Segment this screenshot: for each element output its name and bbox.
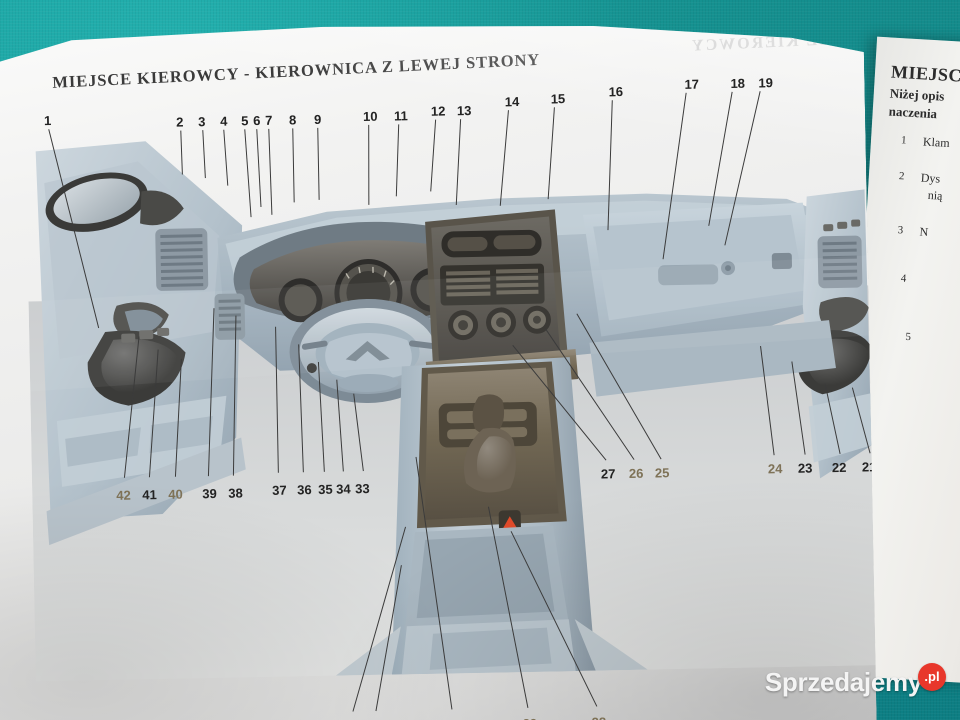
callout-leader-line — [48, 129, 99, 328]
callout-number-42: 42 — [116, 487, 131, 503]
callout-leader-line — [175, 359, 182, 477]
callout-number-41: 41 — [142, 487, 157, 503]
callout-leader-line — [547, 107, 555, 199]
right-page-subtitle-1: Niżej opis — [889, 85, 945, 104]
callout-leader-line — [124, 336, 140, 477]
right-item-number: 5 — [905, 330, 912, 344]
callout-leader-line — [336, 380, 344, 472]
callout-leader-line — [852, 387, 871, 453]
callout-leader-line — [298, 344, 304, 472]
callout-leader-line — [317, 128, 320, 200]
callout-number-23: 23 — [797, 460, 813, 476]
right-item-number: 2 — [898, 170, 905, 183]
callout-leader-line — [256, 129, 262, 207]
right-item-text: Klam — [922, 134, 951, 151]
callout-leader-line — [760, 346, 775, 455]
right-item-number: 1 — [900, 134, 907, 147]
callout-number-27: 27 — [600, 466, 616, 482]
callout-leader-line — [353, 394, 364, 472]
callout-number-24: 24 — [767, 461, 783, 477]
callout-leader-line — [268, 129, 273, 215]
callout-leader-line — [512, 345, 606, 461]
callout-number-35: 35 — [318, 481, 333, 497]
callout-leader-line — [292, 128, 295, 202]
callout-number-8: 8 — [288, 112, 297, 128]
callout-number-34: 34 — [336, 481, 351, 497]
callout-number-29: 29 — [523, 716, 538, 720]
callout-leader-line — [416, 457, 453, 710]
callout-leader-line — [662, 93, 686, 260]
callout-leader-line — [791, 361, 806, 454]
callout-number-14: 14 — [504, 94, 520, 110]
callout-number-1: 1 — [43, 113, 52, 129]
callout-number-37: 37 — [272, 482, 287, 498]
callout-number-39: 39 — [202, 485, 217, 502]
callout-leader-line — [511, 531, 598, 707]
callout-leader-line — [395, 124, 399, 196]
callout-number-9: 9 — [313, 111, 322, 127]
right-item-text: Dys — [920, 170, 941, 186]
callout-number-3: 3 — [197, 114, 206, 130]
watermark-text: Sprzedajemy — [764, 667, 922, 697]
callout-leader-line — [233, 316, 237, 476]
callout-leader-line — [223, 130, 228, 186]
callout-leader-line — [708, 92, 733, 226]
right-page-subtitle-2: naczenia — [888, 103, 938, 122]
callout-leader-line — [368, 125, 370, 205]
left-book-page: MIEJSCE KIEROWCY MIEJSCE KIEROWCY - KIER… — [0, 9, 877, 720]
callout-number-16: 16 — [608, 84, 624, 100]
callout-leader-line — [825, 383, 841, 454]
callout-number-4: 4 — [219, 113, 228, 129]
callout-leader-line — [488, 507, 529, 708]
watermark-pl-badge: .pl — [918, 662, 946, 691]
callout-number-22: 22 — [831, 459, 847, 476]
callout-leader-line — [430, 120, 436, 192]
right-item-text: N — [919, 224, 929, 239]
callout-number-13: 13 — [456, 102, 472, 119]
callout-number-6: 6 — [252, 113, 261, 129]
callout-number-17: 17 — [684, 76, 700, 92]
callout-number-10: 10 — [362, 108, 378, 125]
callout-leader-line — [318, 362, 325, 472]
right-item-cont: nią — [927, 187, 943, 203]
callout-leader-line — [180, 131, 183, 175]
watermark-pl-text: .pl — [924, 669, 940, 684]
callout-number-15: 15 — [550, 91, 566, 107]
right-page-title: MIEJSC — [890, 61, 960, 86]
callout-number-28: 28 — [592, 714, 607, 720]
watermark: Sprzedajemy .pl — [764, 662, 946, 698]
callout-number-19: 19 — [758, 75, 774, 91]
callout-leader-line — [202, 130, 206, 178]
callout-number-40: 40 — [168, 486, 183, 502]
right-item-number: 4 — [900, 272, 907, 285]
callout-leader-line — [275, 327, 279, 473]
callout-leader-line — [607, 100, 613, 230]
callout-leader-line — [149, 350, 159, 478]
callout-number-25: 25 — [654, 465, 670, 481]
callout-number-18: 18 — [730, 75, 746, 91]
callout-number-38: 38 — [228, 485, 243, 501]
callout-number-11: 11 — [393, 108, 408, 124]
callout-number-26: 26 — [628, 465, 644, 482]
callout-leader-line — [499, 110, 509, 206]
callout-leader-line — [455, 119, 461, 205]
callout-number-36: 36 — [297, 482, 312, 498]
callout-number-5: 5 — [240, 113, 249, 129]
callout-number-2: 2 — [175, 114, 184, 130]
callout-number-33: 33 — [355, 480, 370, 497]
callout-leader-line — [208, 308, 215, 476]
callout-number-7: 7 — [264, 112, 273, 128]
right-item-number: 3 — [897, 224, 904, 237]
callout-leader-line — [724, 91, 761, 245]
callout-leader-line — [244, 129, 252, 217]
callout-number-12: 12 — [430, 103, 446, 119]
